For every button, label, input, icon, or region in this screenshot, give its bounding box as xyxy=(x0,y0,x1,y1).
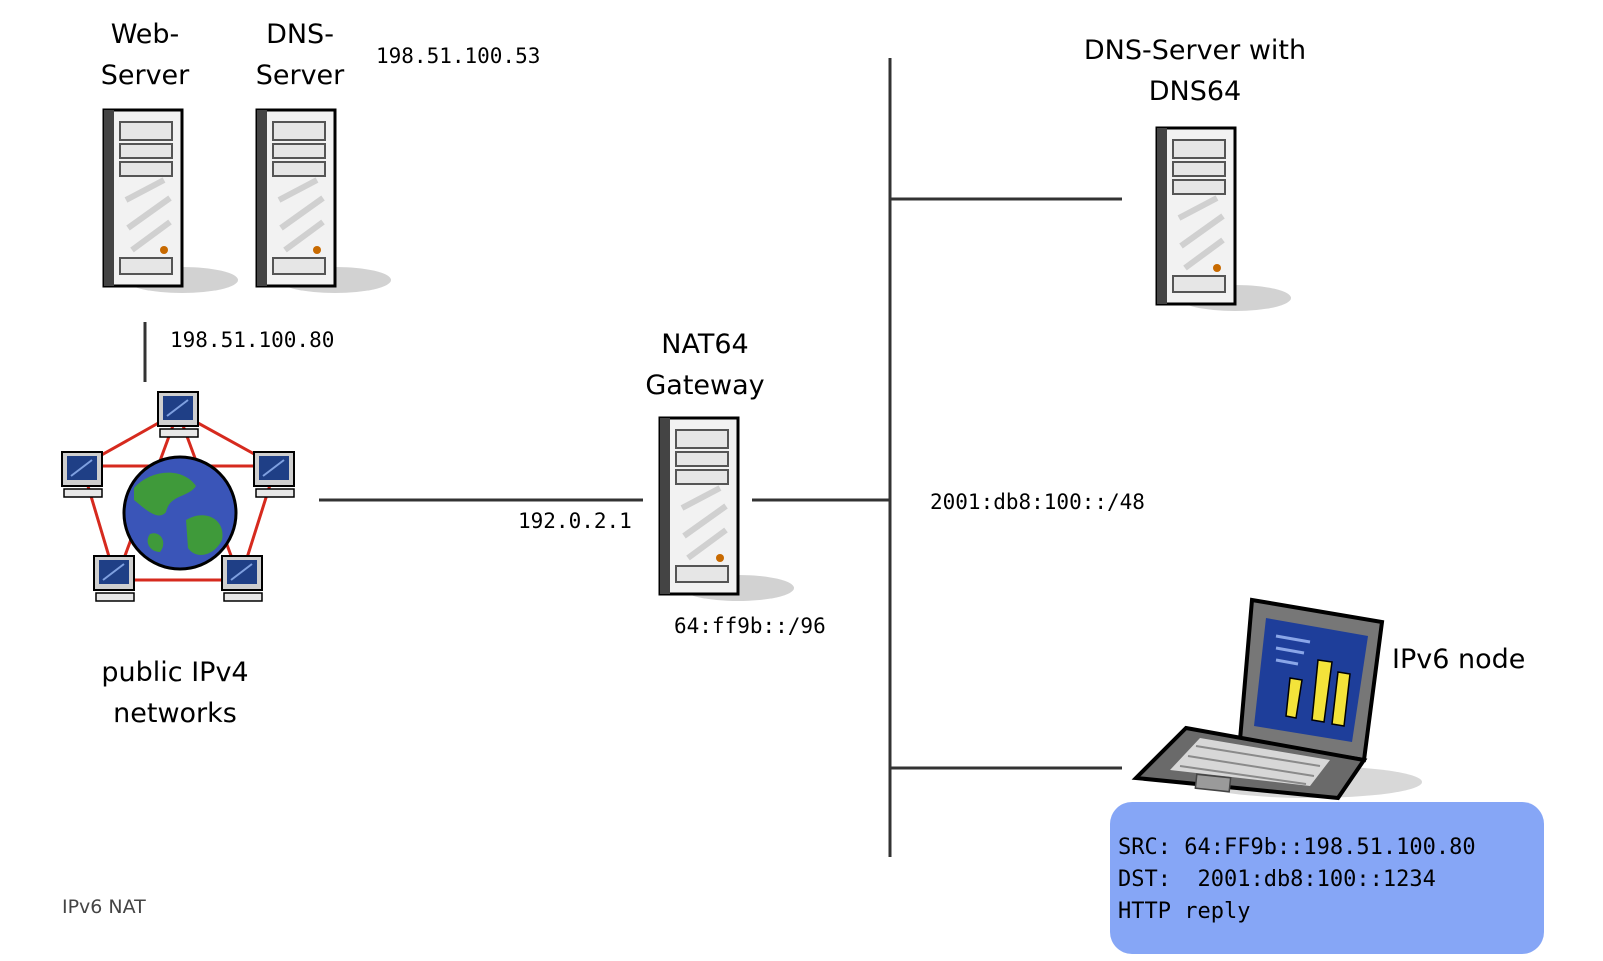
web-server-ip: 198.51.100.80 xyxy=(170,328,335,352)
packet-payload: HTTP reply xyxy=(1118,899,1251,924)
dns-server-icon xyxy=(257,110,391,293)
dns-server-label: DNS- Server xyxy=(255,19,345,91)
packet-info-bubble: SRC: 64:FF9b::198.51.100.80 DST: 2001:db… xyxy=(1110,802,1544,954)
ipv6-network-prefix: 2001:db8:100::/48 xyxy=(930,490,1145,514)
gateway-ipv4-address: 192.0.2.1 xyxy=(518,509,632,533)
network-links xyxy=(143,58,1122,857)
dns-server-ip: 198.51.100.53 xyxy=(376,44,541,68)
packet-dst: DST: 2001:db8:100::1234 xyxy=(1118,867,1436,892)
laptop-icon xyxy=(1131,597,1422,801)
ipv4-internet-icon xyxy=(61,391,295,602)
nat64-gateway-label: NAT64 Gateway xyxy=(645,329,765,401)
nat64-gateway-icon xyxy=(660,418,794,601)
dns64-server-label: DNS-Server with DNS64 xyxy=(1083,35,1307,107)
packet-src: SRC: 64:FF9b::198.51.100.80 xyxy=(1118,835,1476,860)
diagram-caption: IPv6 NAT xyxy=(62,896,146,918)
ipv4-networks-label: public IPv4 networks xyxy=(101,657,249,729)
nat64-prefix: 64:ff9b::/96 xyxy=(674,614,826,638)
dns64-server-icon xyxy=(1157,128,1291,311)
web-server-icon xyxy=(104,110,238,293)
web-server-label: Web- Server xyxy=(100,19,190,91)
ipv6-node-label: IPv6 node xyxy=(1392,644,1526,675)
